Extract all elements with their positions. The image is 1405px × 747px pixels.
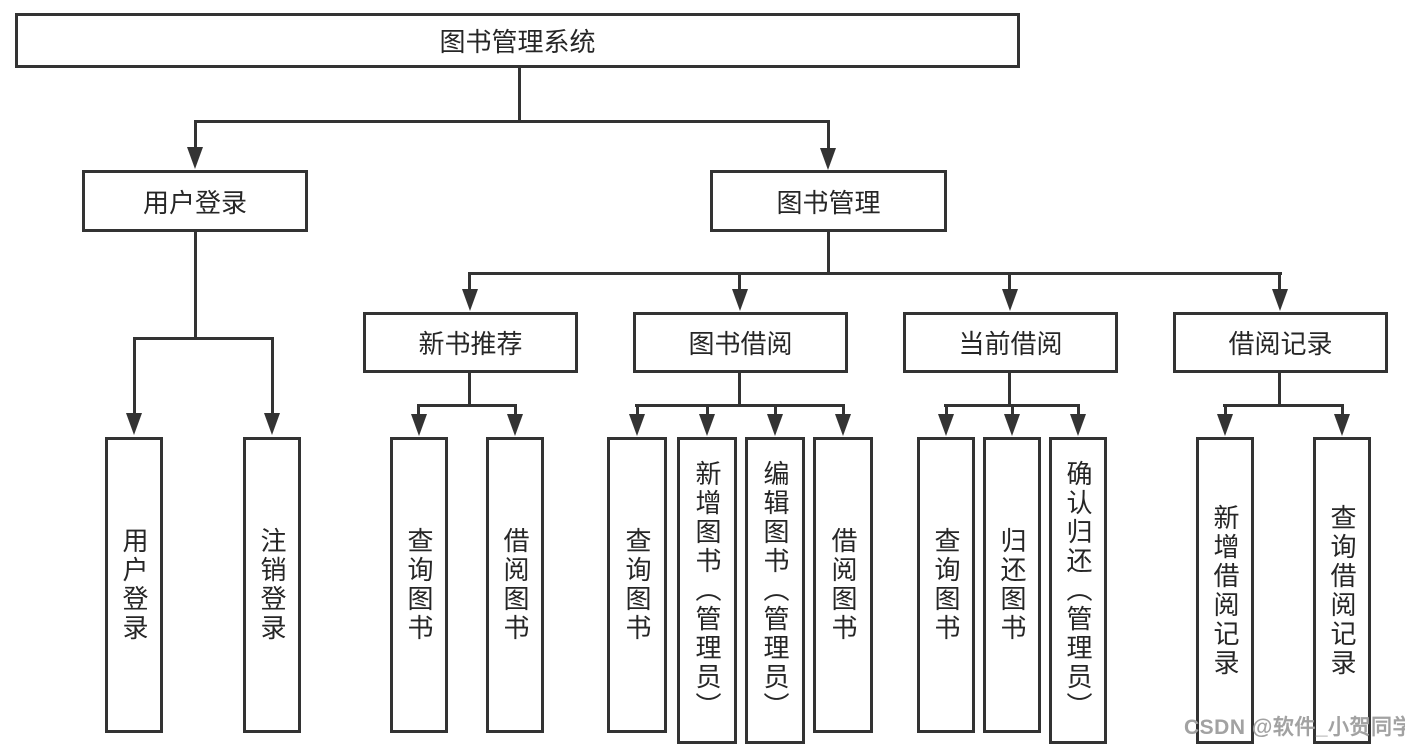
connector-current-leaf2-shaft [1011,404,1014,415]
leaf-logout-label: 注销登录 [257,527,287,643]
leaf-user-login: 用户登录 [105,437,163,733]
connector-current-shaft [1008,272,1011,291]
node-user-login-label: 用户登录 [142,187,247,218]
connector-user-bar [133,337,274,340]
leaf-current-confirm-return-admin-label: 确认归还（管理员） [1063,460,1093,721]
arrow-borrow-leaf1-icon [629,414,645,436]
connector-user-leaf2-shaft [271,337,274,414]
leaf-borrow-add-books-admin: 新增图书（管理员） [677,437,737,744]
arrow-recommend-icon [462,289,478,311]
watermark-csdn: CSDN @软件_小贺同学 [1184,716,1405,739]
connector-recommend-shaft [468,272,471,291]
leaf-records-add-record: 新增借阅记录 [1196,437,1254,744]
leaf-current-return-books: 归还图书 [983,437,1041,733]
leaf-records-add-record-label: 新增借阅记录 [1210,503,1240,678]
arrow-borrow-leaf4-icon [835,414,851,436]
arrow-user-login-icon [187,147,203,169]
arrow-borrow-leaf3-icon [767,414,783,436]
connector-recommend-leaf2-shaft [514,404,517,415]
connector-user-leaf1-shaft [133,337,136,414]
connector-records-bar [1223,404,1344,407]
leaf-user-login-label: 用户登录 [119,527,149,643]
node-book-mgmt: 图书管理 [710,170,947,232]
leaf-borrow-edit-books-admin-label: 编辑图书（管理员） [760,460,790,721]
leaf-borrow-borrow-books: 借阅图书 [813,437,873,733]
leaf-current-confirm-return-admin: 确认归还（管理员） [1049,437,1107,744]
leaf-borrow-add-books-admin-label: 新增图书（管理员） [692,460,722,721]
arrow-current-leaf3-icon [1070,414,1086,436]
connector-mgmt-stem [827,232,830,275]
arrow-records-leaf1-icon [1217,414,1233,436]
leaf-current-query-books-label: 查询图书 [931,527,961,643]
connector-level2-bar [194,120,830,123]
leaf-borrow-borrow-books-label: 借阅图书 [828,527,858,643]
connector-borrow-shaft [738,272,741,291]
connector-borrow-leaf3-shaft [774,404,777,415]
connector-recommend-leaf1-shaft [417,404,420,415]
connector-user-stem [194,232,197,340]
arrow-records-leaf2-icon [1334,414,1350,436]
node-new-book-recommend: 新书推荐 [363,312,578,373]
node-current-borrow-label: 当前借阅 [958,329,1063,359]
connector-borrow-leaf1-shaft [636,404,639,415]
node-book-mgmt-label: 图书管理 [776,187,881,218]
node-root: 图书管理系统 [15,13,1020,68]
connector-records-leaf1-shaft [1224,404,1227,415]
connector-borrow-bar [635,404,845,407]
leaf-recommend-borrow-books: 借阅图书 [486,437,544,733]
connector-records-shaft [1278,272,1281,291]
leaf-current-return-books-label: 归还图书 [997,527,1027,643]
arrow-borrow-icon [732,289,748,311]
connector-user-login-shaft [194,120,197,151]
connector-current-stem [1008,373,1011,407]
arrow-current-leaf1-icon [938,414,954,436]
connector-records-leaf2-shaft [1341,404,1344,415]
leaf-current-query-books: 查询图书 [917,437,975,733]
leaf-recommend-query-books-label: 查询图书 [404,527,434,643]
connector-borrow-stem [738,373,741,407]
leaf-records-query-record-label: 查询借阅记录 [1327,503,1357,678]
leaf-recommend-query-books: 查询图书 [390,437,448,733]
node-book-borrow-label: 图书借阅 [688,329,793,359]
node-root-label: 图书管理系统 [439,27,596,57]
arrow-current-icon [1002,289,1018,311]
node-current-borrow: 当前借阅 [903,312,1118,373]
arrow-current-leaf2-icon [1004,414,1020,436]
leaf-borrow-query-books: 查询图书 [607,437,667,733]
connector-recommend-bar [417,404,517,407]
arrow-recommend-leaf1-icon [411,414,427,436]
node-book-borrow: 图书借阅 [633,312,848,373]
connector-borrow-leaf4-shaft [842,404,845,415]
connector-current-leaf1-shaft [945,404,948,415]
node-borrow-records-label: 借阅记录 [1228,329,1333,359]
leaf-borrow-query-books-label: 查询图书 [622,527,652,643]
node-user-login: 用户登录 [82,170,308,232]
connector-book-mgmt-shaft [827,120,830,151]
leaf-logout: 注销登录 [243,437,301,733]
connector-current-leaf3-shaft [1077,404,1080,415]
arrow-borrow-leaf2-icon [699,414,715,436]
connector-borrow-leaf2-shaft [706,404,709,415]
connector-records-stem [1278,373,1281,407]
arrow-recommend-leaf2-icon [507,414,523,436]
arrow-user-leaf1-icon [126,413,142,435]
arrow-book-mgmt-icon [820,148,836,170]
node-borrow-records: 借阅记录 [1173,312,1388,373]
connector-level3-bar [468,272,1282,275]
arrow-records-icon [1272,289,1288,311]
leaf-recommend-borrow-books-label: 借阅图书 [500,527,530,643]
connector-root-stem [518,68,521,122]
leaf-records-query-record: 查询借阅记录 [1313,437,1371,744]
leaf-borrow-edit-books-admin: 编辑图书（管理员） [745,437,805,744]
arrow-user-leaf2-icon [264,413,280,435]
connector-recommend-stem [468,373,471,407]
node-new-book-recommend-label: 新书推荐 [418,329,523,359]
